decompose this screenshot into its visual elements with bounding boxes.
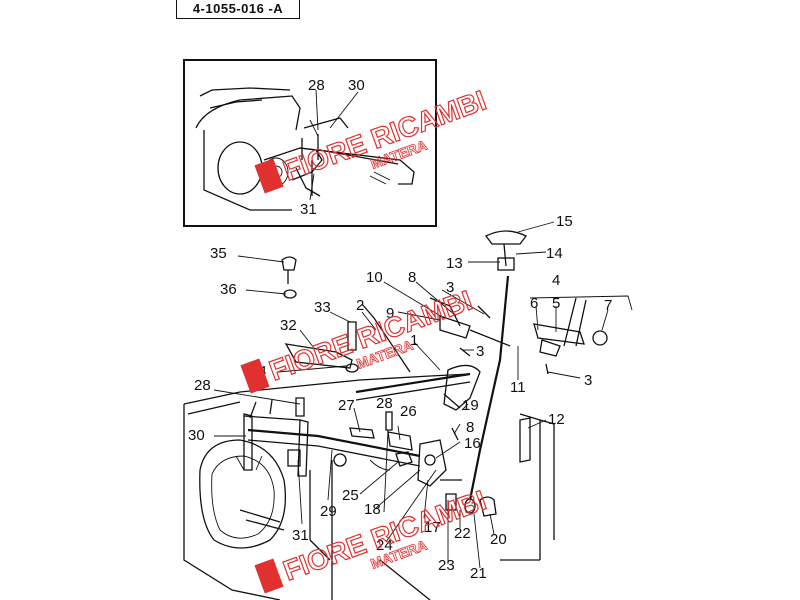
part-label-6: 6: [530, 295, 538, 312]
part-label-28b: 28: [194, 377, 211, 394]
part-label-3a: 3: [446, 279, 454, 296]
leader-lines: [213, 221, 609, 569]
part-label-35: 35: [210, 245, 227, 262]
part-label-16: 16: [464, 435, 481, 452]
inset-label-30: 30: [348, 77, 365, 94]
gearbox-housing: [183, 373, 555, 600]
part-label-20: 20: [490, 531, 507, 548]
part-label-3c: 3: [584, 372, 592, 389]
inset-label-28: 28: [308, 77, 325, 94]
part-label-36: 36: [220, 281, 237, 298]
part-label-24: 24: [376, 537, 393, 554]
part-label-9: 9: [386, 305, 394, 322]
part-label-8a: 8: [408, 269, 416, 286]
part-label-11: 11: [510, 379, 526, 396]
part-label-26: 26: [400, 403, 417, 420]
part-label-17: 17: [424, 519, 441, 536]
part-label-3b: 3: [476, 343, 484, 360]
part-label-30: 30: [188, 427, 205, 444]
part-label-22: 22: [454, 525, 471, 542]
watermark-top: FIORE RICAMBI MATERA: [254, 84, 491, 194]
part-label-13: 13: [446, 255, 463, 272]
part-label-12: 12: [548, 411, 565, 428]
watermark-brand-2: FIORE RICAMBI: [265, 284, 476, 386]
part-label-15: 15: [556, 213, 573, 230]
inset-label-31: 31: [300, 201, 317, 218]
part-label-29: 29: [320, 503, 337, 520]
part-label-23: 23: [438, 557, 455, 574]
part-labels: 1 2 3 3 3 3 4 5 6 7 8 8 9 10 11 12 13 14…: [188, 213, 612, 582]
part-label-31: 31: [292, 527, 309, 544]
part-label-4: 4: [552, 272, 560, 289]
inset-frame: [183, 59, 437, 227]
part-label-8b: 8: [466, 419, 474, 436]
part-label-25: 25: [342, 487, 359, 504]
part-label-18: 18: [364, 501, 381, 518]
part-label-10: 10: [366, 269, 383, 286]
part-label-14: 14: [546, 245, 563, 262]
part-label-1: 1: [410, 332, 418, 349]
part-label-7: 7: [604, 297, 612, 314]
part-label-33: 33: [314, 299, 331, 316]
part-label-32: 32: [280, 317, 297, 334]
part-label-2: 2: [356, 297, 364, 314]
drawing-number: 4-1055-016 -A: [176, 0, 300, 19]
part-label-5: 5: [552, 295, 560, 312]
shift-mechanism: [243, 230, 633, 517]
watermark-brand-1: FIORE RICAMBI: [279, 84, 490, 186]
part-label-19: 19: [462, 397, 479, 414]
part-label-21: 21: [470, 565, 487, 582]
part-label-27: 27: [338, 397, 355, 414]
part-label-28a: 28: [376, 395, 393, 412]
inset-detail: 28 30 31: [183, 59, 437, 227]
